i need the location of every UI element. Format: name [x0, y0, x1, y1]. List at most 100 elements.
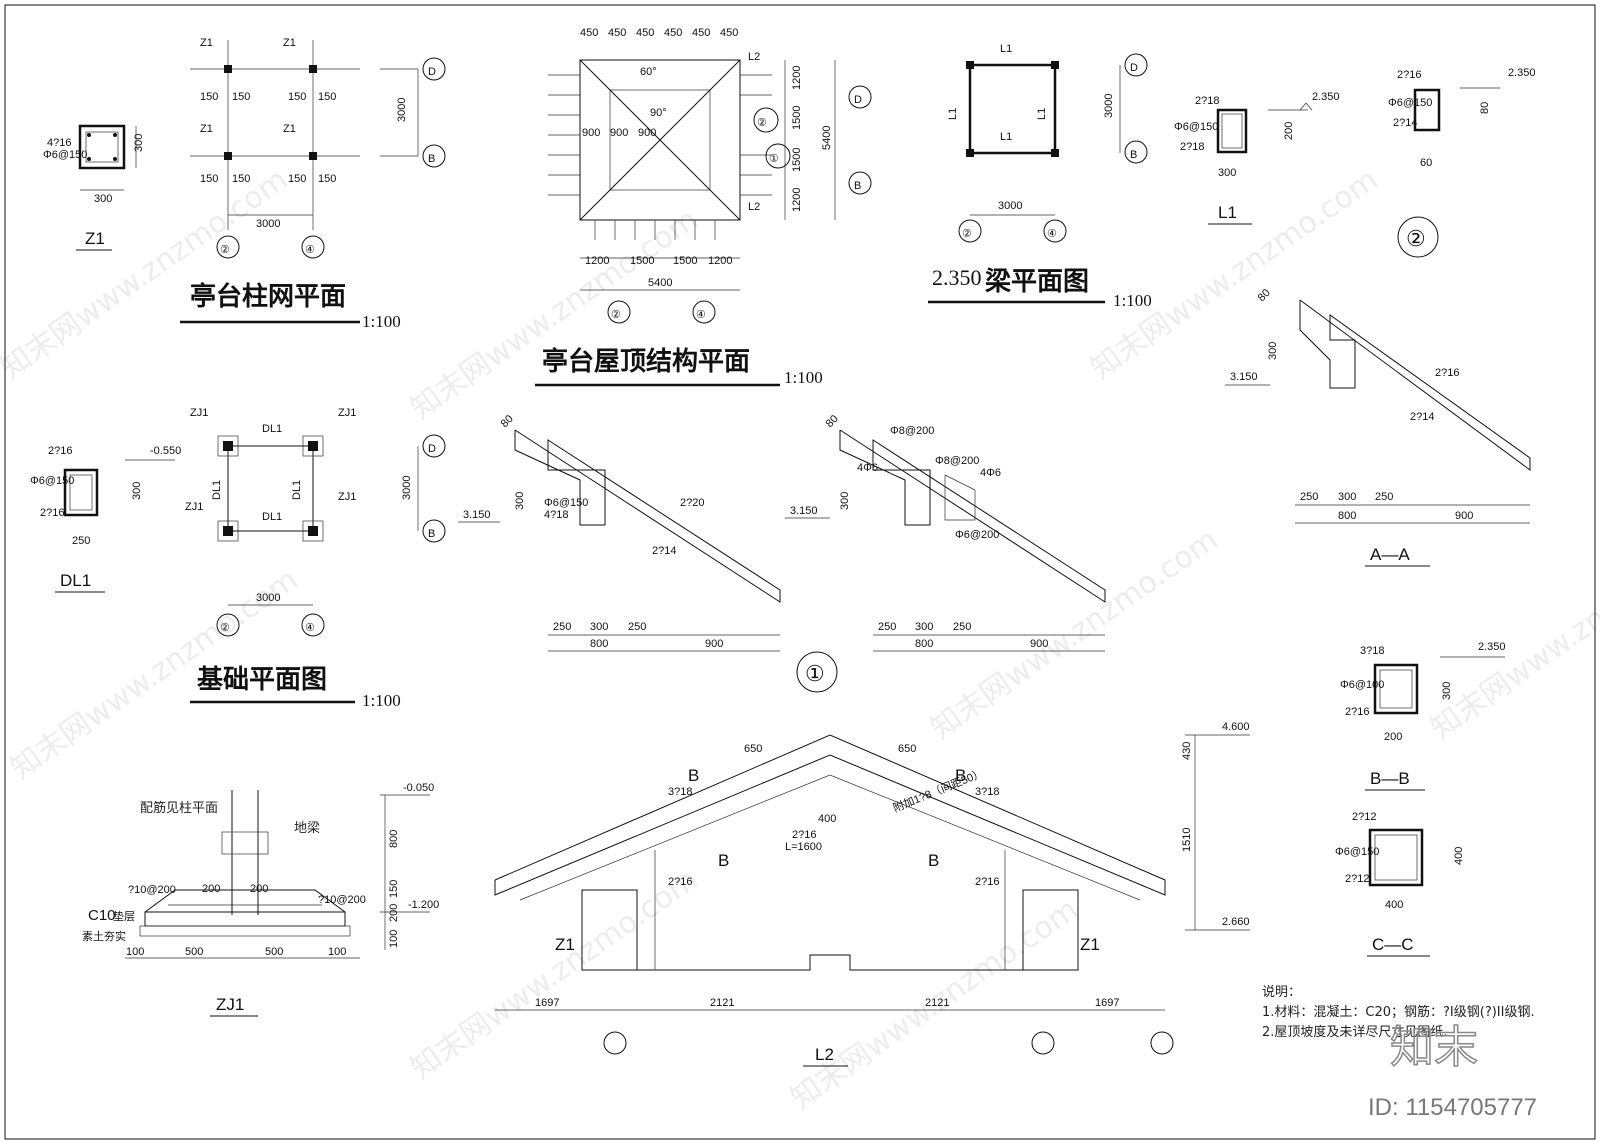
- beam-axis-d: D: [1130, 62, 1138, 74]
- cc-stirrup: Φ6@150: [1335, 846, 1379, 858]
- roof-section-mark-2: ②: [757, 117, 767, 129]
- rs1b-dim-300: 300: [915, 621, 933, 633]
- sheet-border: [4, 4, 1596, 1140]
- beam-plan-level: 2.350: [932, 265, 982, 290]
- grid-axis-b: B: [428, 153, 435, 165]
- l2-z1-right: Z1: [1080, 935, 1100, 954]
- zj1-soil: 素土夯实: [82, 929, 126, 943]
- l1-top-rebar: 2?18: [1195, 95, 1219, 107]
- grid-dim-150-h: 150: [318, 173, 336, 185]
- roof-section-1-label: ①: [805, 661, 825, 686]
- rs1-top-rebar: 2?20: [680, 497, 704, 509]
- watermark-7: 知末网www.znzmo.com: [925, 522, 1225, 747]
- column-grid-scale: 1:100: [362, 312, 401, 331]
- rs1-dim-250-a: 250: [553, 621, 571, 633]
- fnd-zj1-d: ZJ1: [338, 491, 356, 503]
- rs1b-dim-900: 900: [1030, 638, 1048, 650]
- cc-bottom-rebar: 2?12: [1345, 873, 1369, 885]
- foundation-scale: 1:100: [362, 691, 401, 710]
- roof-axis-d: D: [854, 94, 862, 106]
- beam-l1-left: L1: [947, 108, 959, 120]
- roof-axis-4: ④: [696, 309, 706, 321]
- fnd-axis-b: B: [428, 528, 435, 540]
- l2-section-b-c: B: [955, 766, 966, 785]
- fnd-dl1-bottom: DL1: [262, 511, 282, 523]
- roof-side-1500-a: 1500: [791, 106, 803, 130]
- zj1-dim-200-a: 200: [202, 883, 220, 895]
- rs1-depth: 300: [514, 492, 526, 510]
- notes-heading: 说明：: [1262, 985, 1301, 1000]
- image-id: ID: 1154705777: [1368, 1094, 1537, 1121]
- l2-dim-400: 400: [818, 813, 836, 825]
- aa-level: 3.150: [1230, 371, 1258, 383]
- zj1-dim-100-a: 100: [126, 946, 144, 958]
- watermark-3: 知末网www.znzmo.com: [1085, 162, 1385, 387]
- l2-dim-2121-b: 2121: [925, 997, 949, 1009]
- roof-bottom-1500-a: 1500: [630, 255, 654, 267]
- grid-axis-d: D: [428, 66, 436, 78]
- bb-level: 2.350: [1478, 641, 1506, 653]
- zj1-dim-800: 800: [388, 830, 400, 848]
- s2-width: 60: [1420, 157, 1432, 169]
- cc-top-rebar: 2?12: [1352, 811, 1376, 823]
- z1-section: 4?16 Φ6@150 300 300 Z1: [43, 124, 145, 251]
- rs1-stirrup: Φ6@150: [544, 497, 588, 509]
- l2-rebar-2-16-a: 2?16: [668, 876, 692, 888]
- rs1b-thickness: 80: [824, 413, 841, 430]
- l1-label: L1: [1218, 203, 1237, 222]
- column-grid-plan: Z1 Z1 Z1 Z1 150 150 150 150 150 150 150 …: [180, 37, 446, 331]
- roof-l2-top: L2: [748, 51, 760, 63]
- beam-width: 3000: [998, 200, 1022, 212]
- zj1-rebar-10-200-b: ?10@200: [318, 894, 366, 906]
- l2-label: L2: [815, 1045, 834, 1064]
- zj1-detail: 配筋见柱平面 地梁 60° 200 200 ?10@200 ?10@200 C1…: [82, 782, 439, 1017]
- roof-axis-b: B: [854, 180, 861, 192]
- roof-side-1200-b: 1200: [791, 188, 803, 212]
- foundation-title: 基础平面图: [197, 665, 327, 695]
- section-2-detail: 2?16 Φ6@150 2?14 60 80 2.350 ②: [1388, 67, 1536, 258]
- l2-extra-rebar-note: 附加1?8（间距50）: [891, 766, 986, 815]
- aa-dim-800: 800: [1338, 510, 1356, 522]
- dl1-label: DL1: [60, 571, 91, 590]
- s2-top-rebar: 2?16: [1397, 69, 1421, 81]
- roof-bottom-1200-a: 1200: [585, 255, 609, 267]
- l1-bottom-rebar: 2?18: [1180, 141, 1204, 153]
- l1-width: 300: [1218, 167, 1236, 179]
- aa-dim-900: 900: [1455, 510, 1473, 522]
- beam-l1-right: L1: [1036, 108, 1048, 120]
- beam-axis-b: B: [1130, 149, 1137, 161]
- fnd-dl1-top: DL1: [262, 423, 282, 435]
- l2-dim-1697-a: 1697: [535, 997, 559, 1009]
- grid-dim-150-d: 150: [318, 91, 336, 103]
- fnd-zj1-c: ZJ1: [185, 501, 203, 513]
- zj1-label: ZJ1: [216, 995, 244, 1014]
- roof-dim-450-d: 450: [664, 27, 682, 39]
- rs1-dim-800: 800: [590, 638, 608, 650]
- zj1-dim-100: 100: [388, 930, 400, 948]
- z1-rebar-main: 4?16: [47, 137, 71, 149]
- roof-structure-scale: 1:100: [784, 368, 823, 387]
- beam-height: 3000: [1103, 94, 1115, 118]
- grid-dim-150-g: 150: [288, 173, 306, 185]
- dl1-height: 300: [131, 482, 143, 500]
- fnd-width: 3000: [256, 592, 280, 604]
- rs1-dim-900: 900: [705, 638, 723, 650]
- l1-height: 200: [1283, 122, 1295, 140]
- roof-axis-2: ②: [611, 309, 621, 321]
- roof-dim-450-e: 450: [692, 27, 710, 39]
- rs1b-rebar-4-6-a: 4Φ6: [857, 462, 878, 474]
- z1-height: 300: [133, 134, 145, 152]
- rs1b-dim-250-b: 250: [953, 621, 971, 633]
- roof-section-mark-1: ①: [769, 153, 779, 165]
- grid-width: 3000: [256, 218, 280, 230]
- rs1b-dim-250-a: 250: [878, 621, 896, 633]
- foundation-plan: ZJ1 ZJ1 ZJ1 ZJ1 DL1 DL1 DL1 DL1 3000 300…: [185, 407, 446, 710]
- dl1-bottom-rebar: 2?16: [40, 507, 64, 519]
- cc-width: 400: [1385, 899, 1403, 911]
- s2-stirrup: Φ6@150: [1388, 97, 1432, 109]
- l2-section-b-b: B: [718, 851, 729, 870]
- rs1-thickness: 80: [499, 413, 516, 430]
- dl1-stirrup: Φ6@150: [30, 475, 74, 487]
- beam-plan-title: 梁平面图: [984, 267, 1089, 297]
- watermark-6: 知末网www.znzmo.com: [785, 892, 1085, 1117]
